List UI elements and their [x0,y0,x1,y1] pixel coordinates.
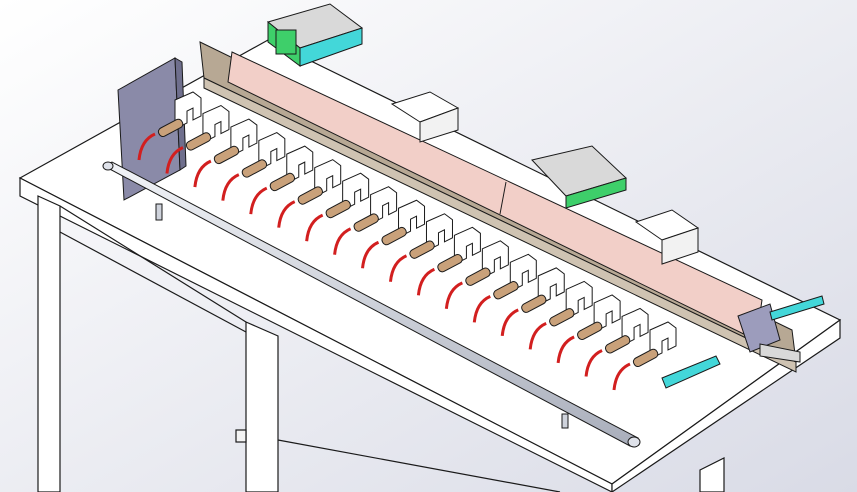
heater-cartridge [521,294,547,313]
heater-cartridge [409,240,435,259]
red-cable [193,159,212,188]
red-cable [388,254,408,282]
heater-unit [361,199,426,269]
heater-cartridge [297,186,323,205]
heater-cartridge [353,213,379,232]
heater-unit [165,104,230,174]
heater-cartridge [157,118,184,138]
table-inner-edge [59,205,247,323]
gray-slide-module [531,145,627,209]
main-rail-divider [499,181,507,215]
red-cable [221,173,240,201]
rod-end-cap [627,436,641,448]
table-lower-rail-2 [277,439,561,492]
heater-unit [277,159,342,228]
red-cable [444,281,464,309]
red-cable [612,362,631,391]
red-cable [528,322,547,350]
rod-start-cap [102,161,114,171]
red-cable [584,349,603,377]
red-cable [249,186,268,215]
cyan-guide-rail-2 [661,355,721,389]
heater-unit [472,253,537,323]
heater-unit [305,172,370,242]
cyan-guide-rail-1 [769,295,825,321]
red-cable [305,213,324,242]
heater-cartridge [185,132,212,151]
table-leg-right [699,457,725,492]
front-rod [102,161,641,448]
heater-cartridge [465,267,491,286]
red-cable [416,267,436,296]
rod-support-left [155,203,163,221]
green-slide-module [266,3,364,67]
heater-unit [193,118,258,188]
heater-unit [584,307,649,377]
heater-unit [388,213,453,282]
heater-unit [416,226,481,296]
heater-cartridge [549,308,575,327]
heater-units [137,91,677,391]
block-module-1 [390,91,460,143]
heater-unit [249,145,314,215]
red-cable [361,240,380,269]
table-leg-middle [245,321,279,492]
heater-unit [221,132,286,201]
main-rail-lower-strip [203,77,797,373]
heater-unit [137,91,202,161]
heater-cartridge [577,321,603,340]
heater-cartridge [632,348,659,368]
red-cable [500,308,519,337]
red-cable [333,227,352,255]
red-cable [277,200,296,228]
heater-unit [444,240,509,309]
heater-cartridge [437,253,463,273]
red-cable [165,146,184,174]
table-lower-rail [59,231,247,333]
floor-bolt [235,429,247,443]
block-module-2 [634,209,700,265]
red-cable [137,132,156,161]
rod-support-right [561,413,569,429]
heater-unit [500,267,565,337]
heater-cartridge [269,172,296,192]
heater-cartridge [241,159,268,178]
red-cable [556,335,575,364]
heater-cartridge [381,226,407,246]
end-stop-block [737,303,801,363]
heater-unit [528,280,593,350]
heater-cartridge [213,145,240,165]
table-leg-left [37,195,61,492]
heater-cartridge [493,281,519,300]
heater-unit [556,294,621,364]
heater-cartridge [325,199,351,219]
main-rail [199,41,797,373]
heater-unit [612,321,677,391]
heater-cartridge [604,335,631,354]
heater-unit [333,186,398,255]
table-top-front-edge [19,177,613,492]
red-cable [472,294,491,323]
